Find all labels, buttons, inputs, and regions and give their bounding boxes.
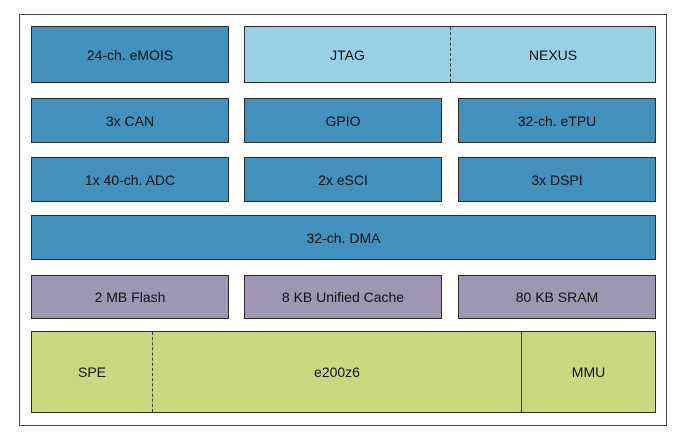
e200z6-label: e200z6 (314, 364, 360, 380)
nexus-section: NEXUS (451, 27, 655, 82)
flash-block: 2 MB Flash (31, 275, 229, 319)
gpio-label: GPIO (325, 112, 361, 129)
sram-label: 80 KB SRAM (515, 289, 599, 305)
dma-label: 32-ch. DMA (306, 229, 381, 246)
can-block: 3x CAN (31, 98, 229, 143)
jtag-nexus-divider (450, 27, 451, 82)
etpu-block: 32-ch. eTPU (458, 98, 656, 143)
spe-section: SPE (32, 332, 152, 412)
gpio-block: GPIO (244, 98, 442, 143)
cache-label: 8 KB Unified Cache (281, 289, 405, 305)
adc-block: 1x 40-ch. ADC (31, 157, 229, 202)
mmu-section: MMU (522, 332, 655, 412)
flash-label: 2 MB Flash (94, 289, 166, 305)
dspi-label: 3x DSPI (531, 171, 583, 188)
can-label: 3x CAN (105, 112, 155, 129)
spe-core-divider (152, 332, 153, 412)
esci-block: 2x eSCI (244, 157, 442, 202)
nexus-label: NEXUS (528, 46, 578, 63)
adc-label: 1x 40-ch. ADC (84, 171, 176, 188)
etpu-label: 32-ch. eTPU (517, 112, 597, 129)
core-block: SPE e200z6 MMU (31, 331, 656, 413)
spe-label: SPE (77, 364, 106, 380)
dma-block: 32-ch. DMA (31, 215, 656, 260)
esci-label: 2x eSCI (318, 171, 368, 188)
core-mmu-divider (521, 332, 522, 412)
emios-block: 24-ch. eMOIS (31, 26, 229, 83)
cache-block: 8 KB Unified Cache (244, 275, 442, 319)
e200z6-section: e200z6 (153, 332, 521, 412)
emios-label: 24-ch. eMOIS (86, 46, 174, 63)
jtag-section: JTAG (245, 27, 450, 82)
sram-block: 80 KB SRAM (458, 275, 656, 319)
jtag-label: JTAG (330, 46, 365, 63)
dspi-block: 3x DSPI (458, 157, 656, 202)
debug-block: JTAG NEXUS (244, 26, 656, 83)
mmu-label: MMU (571, 364, 606, 380)
